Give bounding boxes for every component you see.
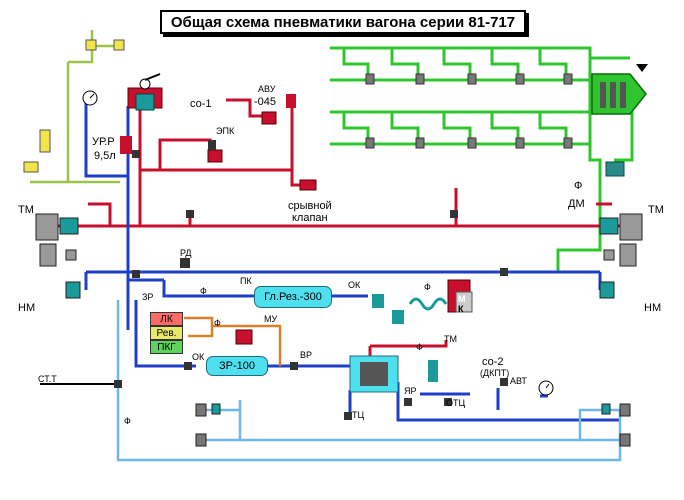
label-yar: ЯР [404, 386, 417, 396]
control-lines [184, 316, 282, 366]
label-f-st: Ф [124, 416, 131, 426]
label-co1: со-1 [190, 98, 212, 110]
label-klapan: клапан [292, 212, 328, 224]
mu-valve [235, 329, 253, 345]
zr100-tank: ЗР-100 [206, 356, 268, 376]
label-tm-right: ТМ [648, 204, 664, 216]
label-ur-r: УР.Р [92, 136, 115, 148]
label-co2: со-2 [482, 356, 504, 368]
label-otc: ОТЦ [446, 398, 466, 408]
gauge-icon [82, 90, 98, 106]
door-valve-block [591, 64, 648, 177]
sryvnoy-klapan [299, 179, 317, 191]
label-avu-num: -045 [254, 96, 277, 108]
label-ok-bottom: ОК [192, 352, 205, 362]
label-pk: ПК [240, 276, 252, 286]
main-reservoir: Гл.Рез.-300 [254, 286, 332, 308]
door-valves [365, 73, 573, 149]
brake-cylinder-icon [195, 403, 631, 447]
label-epk: ЭПК [216, 126, 235, 136]
coupler-right [599, 213, 643, 299]
label-f-mid2: Ф [416, 342, 423, 352]
label-tc: ТЦ [352, 410, 365, 420]
label-nm-right: НМ [644, 302, 662, 314]
label-tm-mid: ТМ [444, 334, 457, 344]
label-ur-vol: 9,5л [94, 150, 116, 162]
epk-valve [207, 140, 223, 163]
label-dkpt: (ДКПТ) [480, 368, 510, 378]
horn-devices [23, 39, 125, 173]
gauge-icon [538, 380, 554, 396]
drivers-valve [127, 73, 163, 111]
label-tm-left: ТМ [18, 204, 34, 216]
label-st-t: СТ.Т [38, 374, 57, 384]
avu-device [261, 94, 296, 125]
compressor-icon [372, 279, 473, 324]
label-avu: АВУ [258, 84, 276, 94]
label-mk-k: К [458, 304, 464, 314]
label-avt: АВТ [510, 376, 527, 386]
pkg-box: ПКГ [150, 340, 183, 354]
label-mu: МУ [264, 314, 278, 324]
valve-icon [114, 150, 508, 420]
label-mk-m: М [458, 294, 466, 304]
label-ok-top: ОК [348, 280, 361, 290]
label-dm: ДМ [568, 198, 585, 210]
label-f-dm: Ф [574, 180, 583, 192]
air-distributor [349, 355, 438, 393]
label-f-top: Ф [424, 282, 431, 292]
door-air-network [330, 46, 634, 272]
label-rd: РД [180, 248, 192, 258]
page-title: Общая схема пневматики вагона серии 81-7… [160, 10, 526, 34]
label-f-pk: Ф [200, 286, 207, 296]
feed-pipe-nm [84, 100, 620, 422]
label-zr: ЗР [142, 292, 154, 302]
ur-tank [120, 136, 132, 154]
rd-switch [180, 258, 190, 268]
label-nm-left: НМ [18, 302, 36, 314]
lk-box: ЛК [150, 312, 183, 326]
rev-box: Рев. [150, 326, 183, 340]
label-f-mid: Ф [214, 318, 221, 328]
coupler-left [35, 213, 81, 299]
label-sryvnoy: срывной [288, 200, 332, 212]
label-vr: ВР [300, 350, 313, 360]
